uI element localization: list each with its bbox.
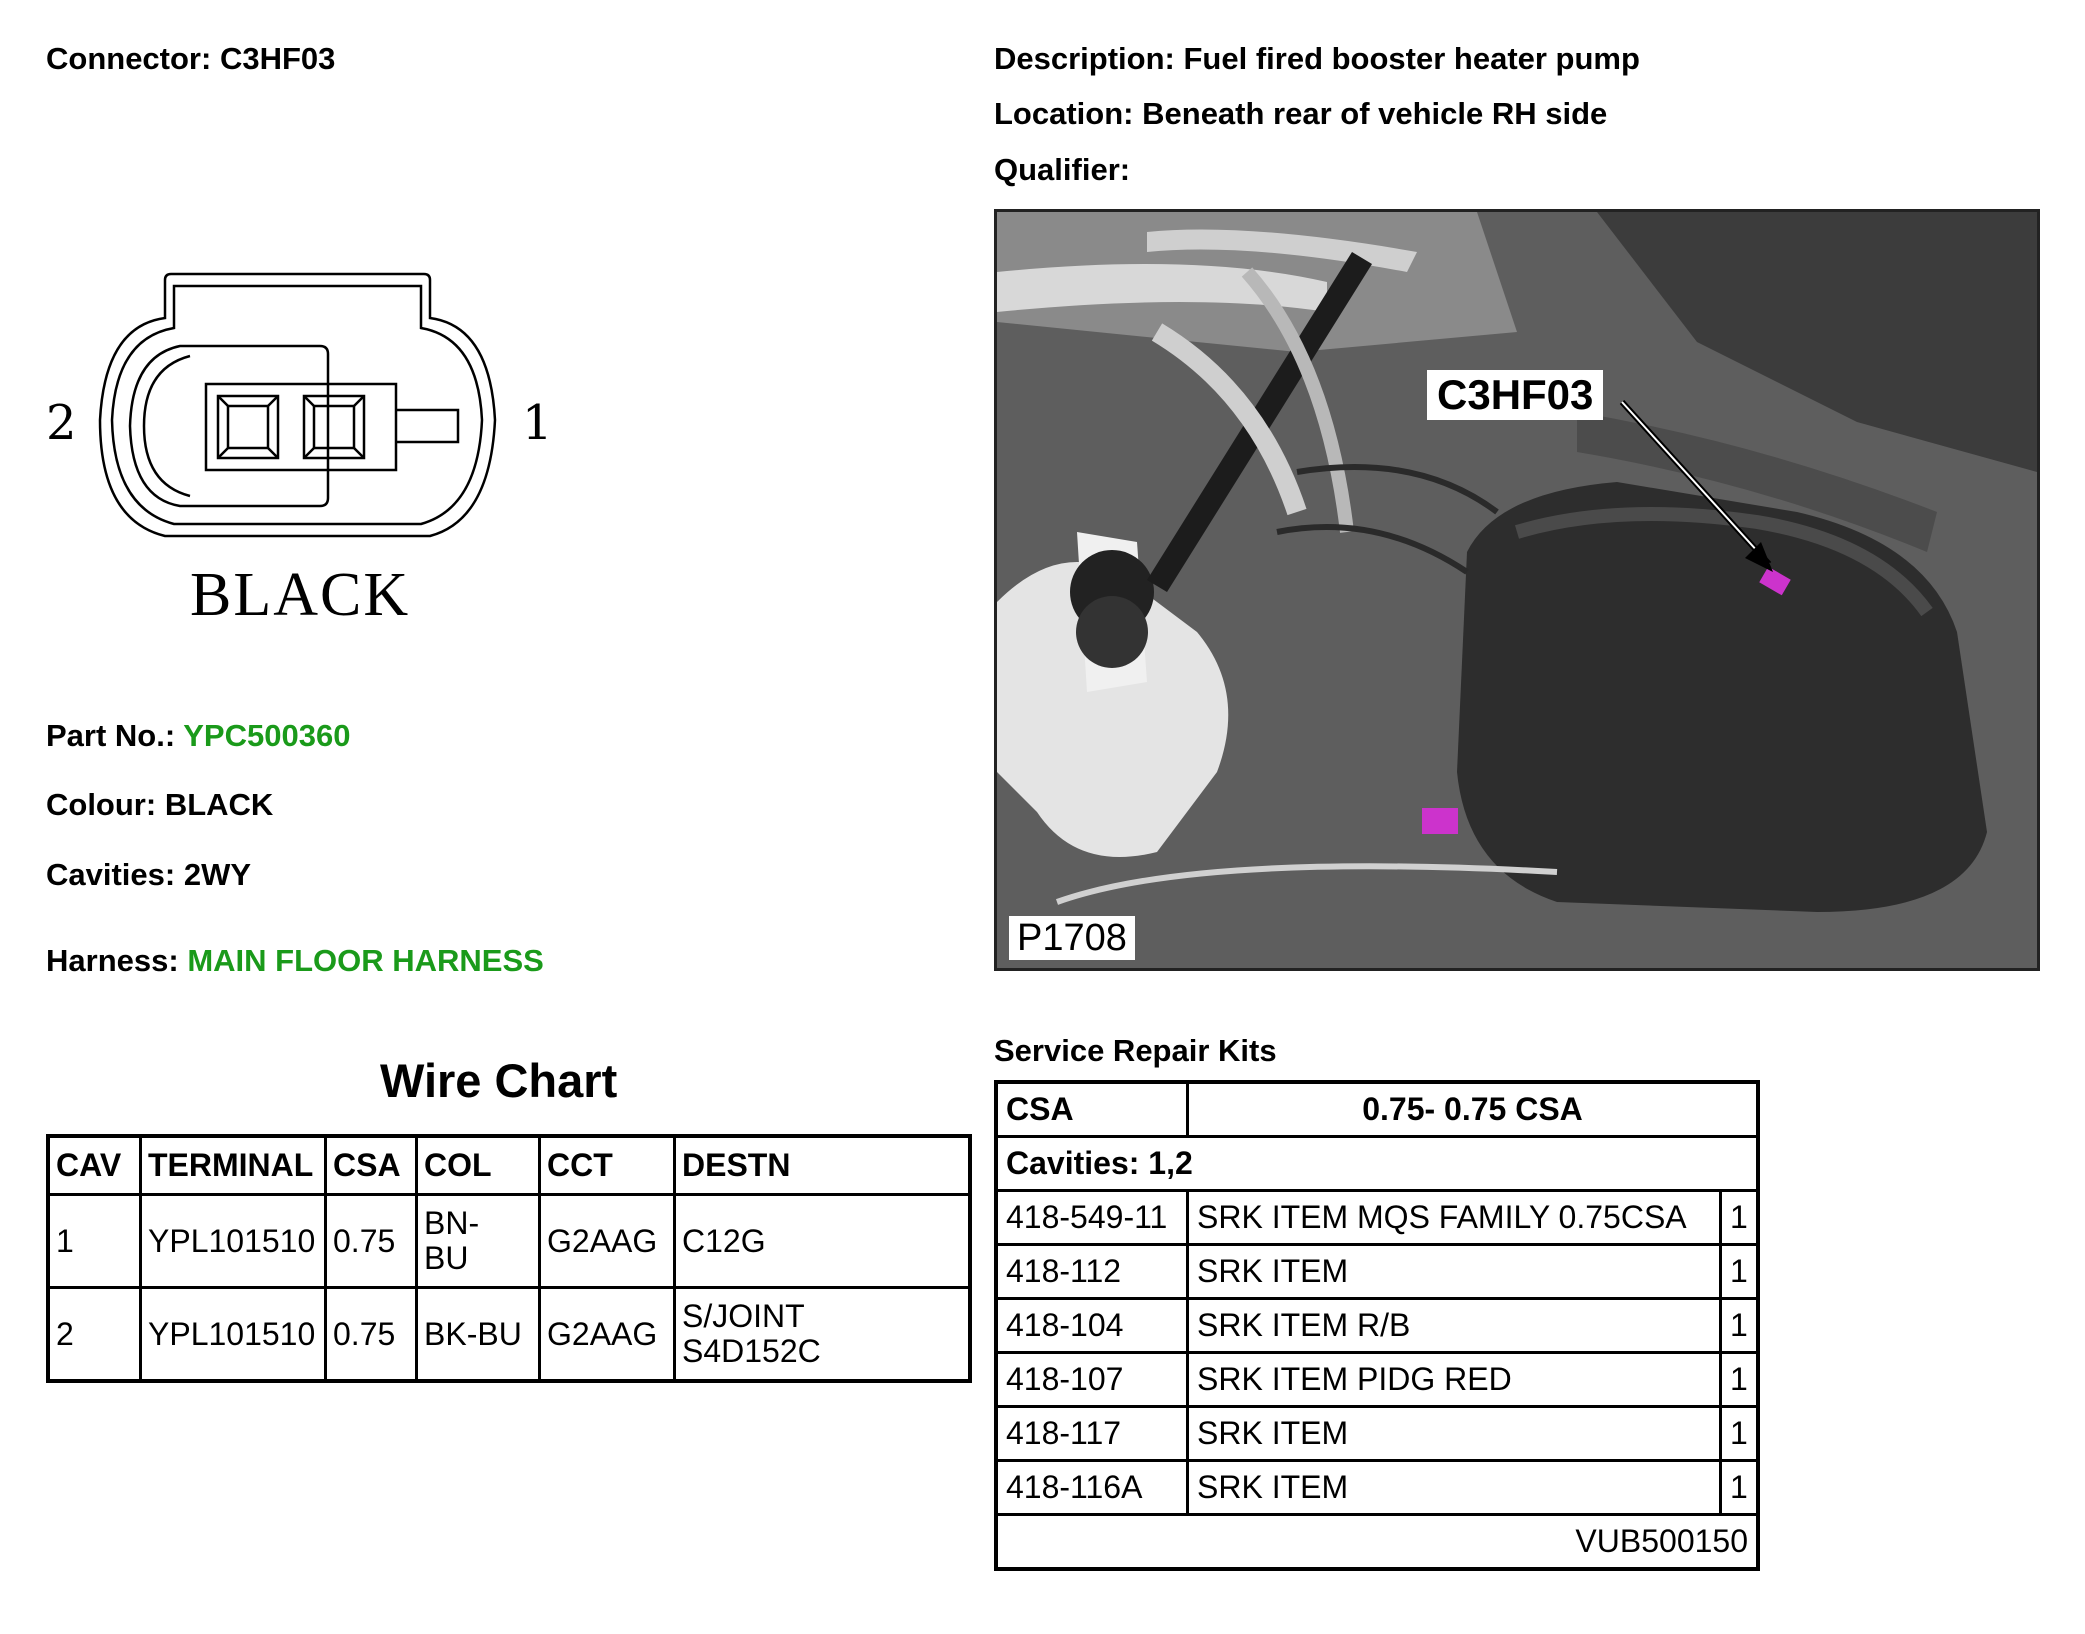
srk-qty-cell: 1 (1722, 1300, 1756, 1354)
cav-cell: 1 (50, 1196, 142, 1289)
col-header: TERMINAL (142, 1138, 327, 1196)
srk-qty-cell: 1 (1722, 1192, 1756, 1246)
csa-cell: 0.75 (327, 1196, 418, 1289)
srk-desc-cell: SRK ITEM PIDG RED (1189, 1354, 1722, 1408)
table-row: 2 YPL101510 0.75 BK-BU G2AAG S/JOINT S4D… (50, 1289, 968, 1379)
srk-qty-cell: 1 (1722, 1354, 1756, 1408)
srk-footer-row: VUB500150 (998, 1516, 1756, 1567)
table-row: 418-107 SRK ITEM PIDG RED 1 (998, 1354, 1756, 1408)
colour-line: Colour: BLACK (46, 787, 273, 823)
destn-cell: S/JOINT S4D152C (682, 1298, 821, 1369)
cavities-value: 2WY (183, 857, 252, 892)
harness-line: Harness: MAIN FLOOR HARNESS (46, 943, 544, 979)
srk-cavities-row: Cavities: 1,2 (998, 1138, 1756, 1192)
location-photo: C3HF03 P1708 (994, 209, 2040, 971)
table-row: 418-112 SRK ITEM 1 (998, 1246, 1756, 1300)
csa-cell: 0.75 (327, 1289, 418, 1379)
srk-qty-cell: 1 (1722, 1462, 1756, 1516)
cav-cell: 2 (50, 1289, 142, 1379)
qualifier-label: Qualifier: (994, 152, 1131, 187)
connector-id: C3HF03 (219, 41, 336, 76)
srk-desc-cell: SRK ITEM MQS FAMILY 0.75CSA (1189, 1192, 1722, 1246)
terminal-cell: YPL101510 (142, 1196, 327, 1289)
table-row: 418-104 SRK ITEM R/B 1 (998, 1300, 1756, 1354)
description-value: Fuel fired booster heater pump (1183, 41, 1640, 76)
cavities-label: Cavities: (46, 857, 176, 892)
srk-desc-cell: SRK ITEM (1189, 1408, 1722, 1462)
table-row: 418-117 SRK ITEM 1 (998, 1408, 1756, 1462)
qualifier-line: Qualifier: (994, 152, 1130, 188)
part-number-link[interactable]: YPC500360 (183, 718, 351, 753)
table-row: 418-549-11 SRK ITEM MQS FAMILY 0.75CSA 1 (998, 1192, 1756, 1246)
col-header: COL (418, 1138, 541, 1196)
destn-cell: C12G (676, 1196, 968, 1289)
col-cell: BN- BU (418, 1196, 541, 1289)
srk-part-cell: 418-117 (998, 1408, 1189, 1462)
srk-qty-cell: 1 (1722, 1246, 1756, 1300)
location-line: Location: Beneath rear of vehicle RH sid… (994, 96, 1607, 132)
description-line: Description: Fuel fired booster heater p… (994, 41, 1640, 77)
colour-value: BLACK (164, 787, 274, 822)
col-header: CSA (327, 1138, 418, 1196)
terminal-cell: YPL101510 (142, 1289, 327, 1379)
col-header: DESTN (676, 1138, 968, 1196)
cct-cell: G2AAG (541, 1196, 676, 1289)
table-row: 418-116A SRK ITEM 1 (998, 1462, 1756, 1516)
location-value: Beneath rear of vehicle RH side (1142, 96, 1608, 131)
pin-2-label: 2 (46, 395, 77, 451)
wire-chart-table: CAV TERMINAL CSA COL CCT DESTN 1 YPL1015… (46, 1134, 972, 1383)
srk-desc-cell: SRK ITEM (1189, 1246, 1722, 1300)
srk-part-cell: 418-107 (998, 1354, 1189, 1408)
wire-chart-header-row: CAV TERMINAL CSA COL CCT DESTN (50, 1138, 968, 1196)
harness-label: Harness: (46, 943, 179, 978)
connector-face-diagram: 2 1 BLACK (40, 270, 600, 630)
description-label: Description: (994, 41, 1175, 76)
harness-link[interactable]: MAIN FLOOR HARNESS (187, 943, 544, 978)
col-header: CAV (50, 1138, 142, 1196)
srk-footer-code: VUB500150 (1575, 1523, 1748, 1559)
colour-label: Colour: (46, 787, 157, 822)
photo-reference: P1708 (1009, 916, 1135, 960)
srk-desc-cell: SRK ITEM R/B (1189, 1300, 1722, 1354)
connector-heading: Connector: C3HF03 (46, 41, 335, 77)
cct-cell: G2AAG (541, 1289, 676, 1379)
srk-part-cell: 418-112 (998, 1246, 1189, 1300)
photo-callout-label: C3HF03 (1427, 370, 1604, 420)
srk-csa-value: 0.75- 0.75 CSA (1189, 1084, 1756, 1138)
table-row: 1 YPL101510 0.75 BN- BU G2AAG C12G (50, 1196, 968, 1289)
srk-part-cell: 418-549-11 (998, 1192, 1189, 1246)
srk-part-cell: 418-104 (998, 1300, 1189, 1354)
connector-colour-text: BLACK (190, 561, 411, 629)
srk-csa-label: CSA (998, 1084, 1189, 1138)
vehicle-underbody-image (997, 212, 2037, 968)
srk-qty-cell: 1 (1722, 1408, 1756, 1462)
srk-part-cell: 418-116A (998, 1462, 1189, 1516)
part-number-line: Part No.: YPC500360 (46, 718, 350, 754)
srk-table: CSA 0.75- 0.75 CSA Cavities: 1,2 418-549… (994, 1080, 1760, 1571)
pin-1-label: 1 (522, 395, 553, 451)
part-number-label: Part No.: (46, 718, 176, 753)
cavities-line: Cavities: 2WY (46, 857, 251, 893)
srk-cavities: Cavities: 1,2 (998, 1138, 1756, 1192)
connector-outline-icon (98, 272, 497, 538)
connector-label: Connector: (46, 41, 212, 76)
col-header: CCT (541, 1138, 676, 1196)
srk-csa-row: CSA 0.75- 0.75 CSA (998, 1084, 1756, 1138)
srk-desc-cell: SRK ITEM (1189, 1462, 1722, 1516)
location-label: Location: (994, 96, 1134, 131)
col-cell: BK-BU (418, 1289, 541, 1379)
srk-title: Service Repair Kits (994, 1033, 1277, 1068)
wire-chart-title: Wire Chart (380, 1054, 618, 1107)
